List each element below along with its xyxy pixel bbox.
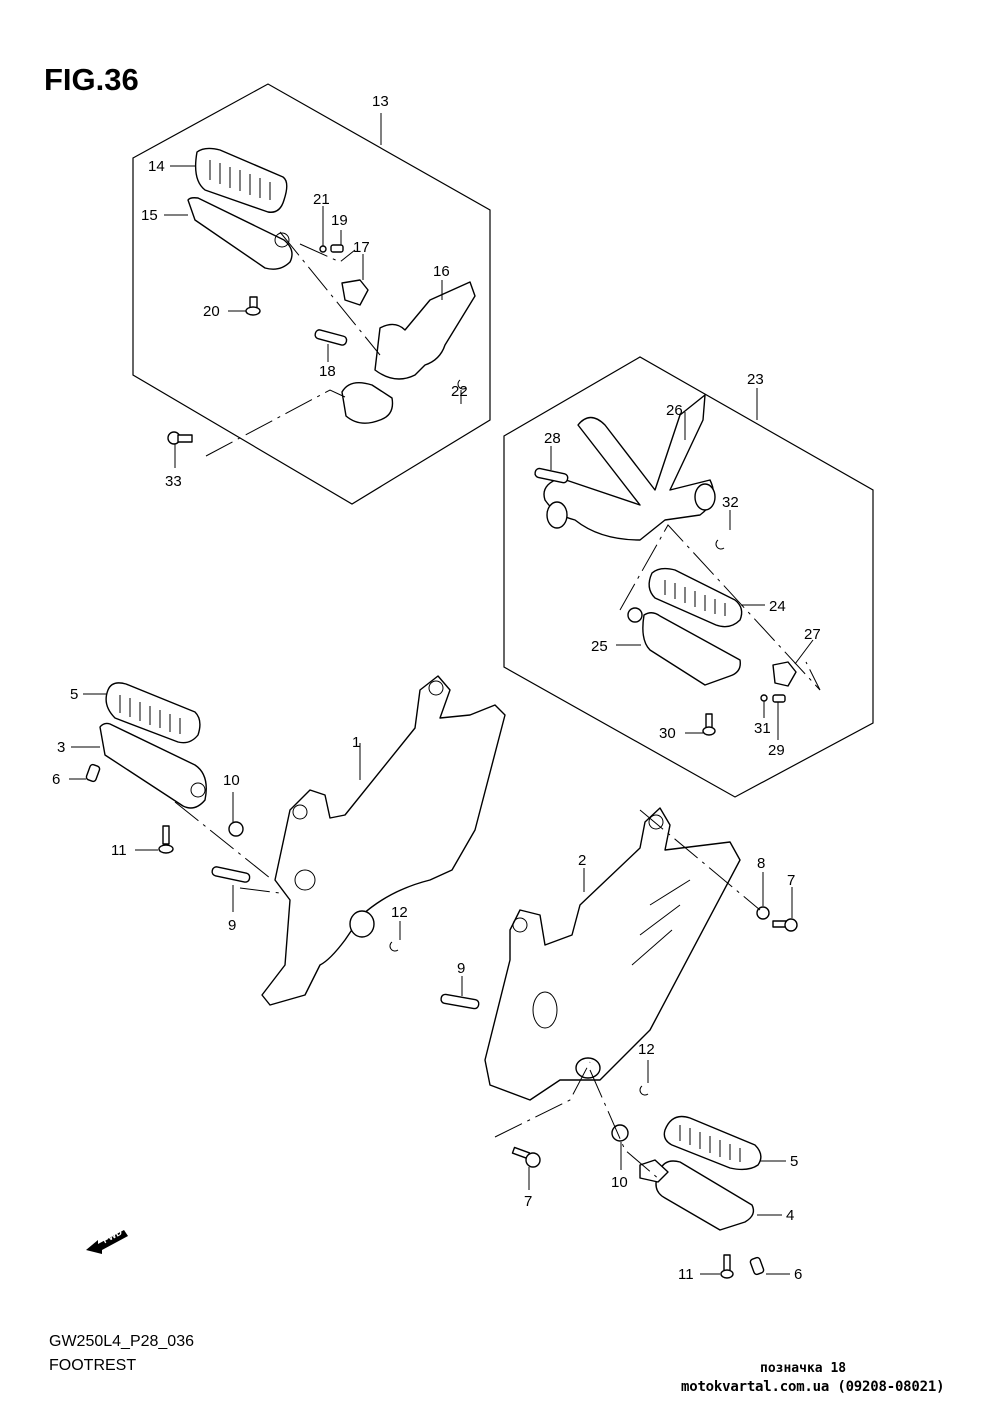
bolt-11-left	[158, 825, 174, 854]
pin-28	[534, 467, 569, 484]
callout-10-right: 10	[611, 1174, 628, 1191]
clip-32	[715, 539, 725, 550]
callout-26: 26	[666, 402, 683, 419]
ball-31	[760, 694, 768, 702]
bolt-11-right	[720, 1254, 734, 1279]
callout-18: 18	[319, 363, 336, 380]
callout-7-right: 7	[787, 872, 796, 889]
pin-9-right	[440, 993, 480, 1010]
section-name: FOOTREST	[49, 1357, 137, 1374]
callout-19: 19	[331, 212, 348, 229]
callout-27: 27	[804, 626, 821, 643]
callout-12-right: 12	[638, 1041, 655, 1058]
callout-28: 28	[544, 430, 561, 447]
clip-12-right	[639, 1085, 649, 1096]
callout-15: 15	[141, 207, 158, 224]
callout-3: 3	[57, 739, 66, 756]
clip-12-left	[389, 941, 399, 952]
callout-33: 33	[165, 473, 182, 490]
callout-29: 29	[768, 742, 785, 759]
callout-13: 13	[372, 93, 389, 110]
callout-7-lower: 7	[524, 1193, 533, 1210]
footpeg-rubber-5-left	[105, 682, 201, 744]
callout-30: 30	[659, 725, 676, 742]
footpeg-rubber-14	[194, 147, 288, 213]
callout-25: 25	[591, 638, 608, 655]
watermark-line-2: motokvartal.com.ua (09208-08021)	[681, 1379, 945, 1395]
bracket-26	[543, 394, 716, 541]
callout-1: 1	[352, 734, 361, 751]
callout-5-left: 5	[70, 686, 79, 703]
bolt-33	[167, 431, 193, 445]
footpeg-rubber-5-right	[663, 1115, 762, 1171]
plate-17	[341, 279, 369, 306]
pin-9-left	[211, 866, 251, 883]
callout-8: 8	[757, 855, 766, 872]
callout-6-left: 6	[52, 771, 61, 788]
callout-11-right: 11	[678, 1266, 694, 1283]
callout-5-right: 5	[790, 1153, 799, 1170]
bolt-7-lower	[511, 1146, 541, 1168]
footpeg-bracket-25	[627, 607, 741, 686]
bolt-6-left	[85, 763, 101, 783]
callout-17: 17	[353, 239, 370, 256]
callout-6-right: 6	[794, 1266, 803, 1283]
callout-4: 4	[786, 1207, 795, 1224]
callout-9-right: 9	[457, 960, 466, 977]
callout-22: 22	[451, 383, 468, 400]
callout-12-left: 12	[391, 904, 408, 921]
callout-11-left: 11	[111, 842, 127, 859]
bolt-30	[702, 713, 716, 736]
bolt-7-right	[772, 918, 798, 932]
callout-10-left: 10	[223, 772, 240, 789]
assembly-13-outline	[132, 83, 491, 505]
bracket-16	[341, 281, 476, 424]
bolt-20	[245, 296, 261, 316]
pin-18	[314, 329, 348, 346]
callout-14: 14	[148, 158, 165, 175]
callout-32: 32	[722, 494, 739, 511]
assembly-23-outline	[503, 356, 874, 798]
spring-19	[330, 244, 344, 253]
footpeg-bracket-3	[99, 722, 207, 809]
ball-21	[319, 245, 327, 253]
callout-16: 16	[433, 263, 450, 280]
spring-10-left	[228, 821, 244, 837]
callout-31: 31	[754, 720, 771, 737]
watermark-line-1: позначка 18	[760, 1361, 847, 1376]
plate-27	[772, 661, 797, 687]
model-code: GW250L4_P28_036	[49, 1333, 194, 1350]
callout-2: 2	[578, 852, 587, 869]
spring-29	[772, 694, 786, 703]
callout-23: 23	[747, 371, 764, 388]
figure-title: FIG.36	[44, 62, 139, 97]
callout-20: 20	[203, 303, 220, 320]
clip-22	[457, 379, 467, 390]
forward-arrow-icon: FWD	[84, 1226, 130, 1256]
footpeg-bracket-4	[639, 1159, 755, 1231]
footpeg-bracket-15	[187, 197, 293, 270]
callout-24: 24	[769, 598, 786, 615]
callout-21: 21	[313, 191, 330, 208]
footrest-bracket-1	[261, 675, 506, 1006]
bolt-6-right	[749, 1256, 765, 1276]
callout-9-left: 9	[228, 917, 237, 934]
footrest-bracket-2	[484, 807, 741, 1101]
footpeg-rubber-24	[648, 567, 743, 628]
